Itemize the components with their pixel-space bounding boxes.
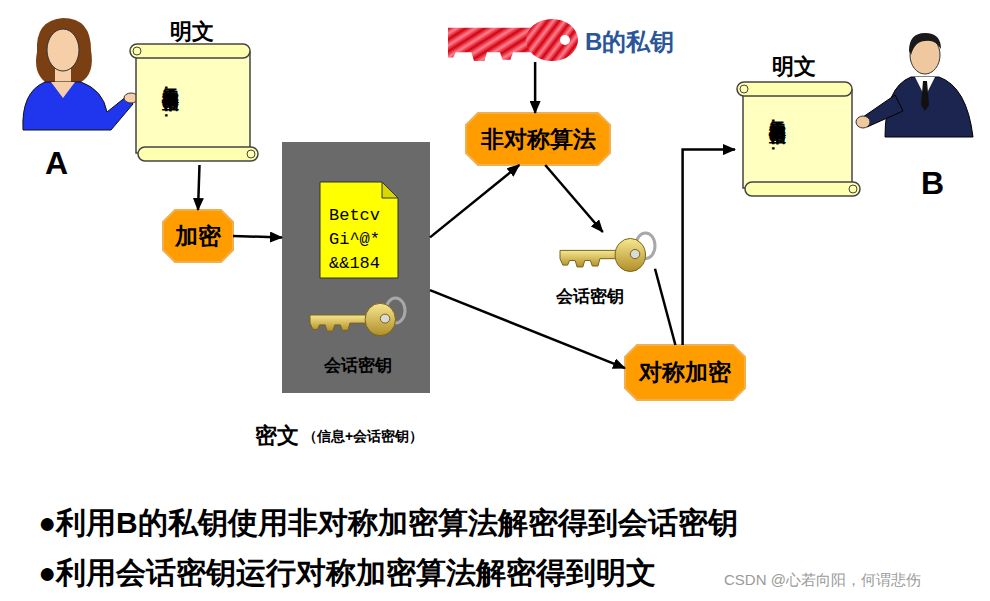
scroll-heading: 明文 [772,52,816,82]
key-blade [560,250,617,267]
key-label: 会话密钥 [300,354,415,377]
hand [856,116,870,128]
person-a-figure [15,12,140,132]
scroll-text: 奉天承运 皇帝诏曰 …… [158,75,182,145]
body [23,82,133,130]
scroll-body [136,52,250,153]
person-b-figure [855,25,980,140]
key-bow [365,303,395,335]
scroll-curl [133,47,141,55]
key-label: B的私钥 [585,26,674,58]
key-blade [448,28,533,61]
person-label: B [921,165,944,202]
connector-arrow [198,165,200,210]
shape-outline [735,80,860,200]
shape-outline [310,297,405,342]
box-caption-note: （信息+会话密钥） [303,428,423,446]
private-key-icon: B的私钥 [448,18,578,62]
bullet-note: ●利用会话密钥运行对称加密算法解密得到明文 [38,553,656,594]
octagon-shape [625,345,745,400]
plaintext-scroll: 明文奉天承运 皇帝诏曰 …… [128,42,258,165]
shape-outline [448,18,578,62]
key-hole [380,314,390,323]
tie [921,81,929,111]
scroll-curl [740,85,748,93]
watermark: CSDN @心若向阳，何谓悲伤 [724,571,921,590]
collar [51,82,75,98]
connector-arrow [430,165,519,237]
plaintext-scroll: 明文奉天承运 皇帝诏曰 …… [735,80,860,200]
connector-arrow [545,165,603,232]
scroll-body [743,90,852,188]
scroll-roll [138,147,258,161]
person-label: A [45,145,68,182]
key-hole [560,35,570,45]
bullet-note: ●利用B的私钥使用非对称加密算法解密得到会话密钥 [38,503,738,544]
process-octagon: 非对称算法 [466,113,610,165]
scroll-roll [130,44,250,58]
octagon-shape [163,210,233,262]
scroll-roll [745,182,860,196]
process-octagon: 加密 [163,210,233,262]
document-fold [382,182,398,198]
shape-outline [128,42,258,165]
hair [909,33,941,55]
cipher-text: Betcv Gi^@* &&184 [329,204,385,276]
process-label: 对称加密 [625,345,745,400]
shape-outline [560,232,655,278]
session-key-icon: 会话密钥 [560,232,655,278]
scroll-text: 奉天承运 皇帝诏曰 …… [765,108,789,178]
scroll-curl [247,150,255,158]
scroll-curl [849,185,857,193]
process-octagon: 对称加密 [625,345,745,400]
session-key-icon: 会话密钥 [310,297,405,342]
connector-arrow [534,62,537,113]
box-caption: 密文 [255,421,299,451]
key-blade [310,315,367,331]
document-icon: Betcv Gi^@* &&184 [320,182,398,278]
process-label: 加密 [163,210,233,262]
connector-arrow [683,150,735,345]
scroll-heading: 明文 [170,17,214,47]
connector-arrow [655,269,675,345]
key-bow [526,19,578,61]
ciphertext-box: Betcv Gi^@* &&184会话密钥密文（信息+会话密钥） [282,142,430,393]
scroll-roll [737,82,852,96]
connector-arrow [233,236,282,237]
key-label: 会话密钥 [540,285,640,308]
key-hole [630,249,640,258]
face [47,29,79,71]
octagon-shape [466,113,610,165]
key-bow [615,238,645,271]
document-page [320,182,398,278]
process-label: 非对称算法 [466,113,610,165]
